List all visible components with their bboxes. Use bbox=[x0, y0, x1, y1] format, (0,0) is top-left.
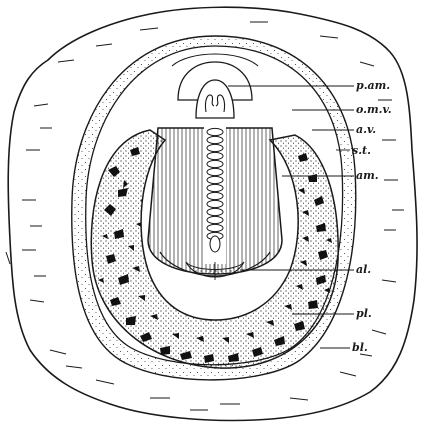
label-s-t: s.t. bbox=[352, 145, 371, 156]
label-bl: bl. bbox=[352, 342, 368, 353]
somite-chain bbox=[204, 124, 226, 264]
left-tick bbox=[6, 252, 10, 264]
label-al: al. bbox=[356, 264, 371, 275]
label-pl: pl. bbox=[356, 308, 372, 319]
label-o-m-v: o.m.v. bbox=[356, 104, 392, 115]
label-am: am. bbox=[356, 170, 379, 181]
label-p-am: p.am. bbox=[356, 80, 390, 91]
label-a-v: a.v. bbox=[356, 124, 376, 135]
